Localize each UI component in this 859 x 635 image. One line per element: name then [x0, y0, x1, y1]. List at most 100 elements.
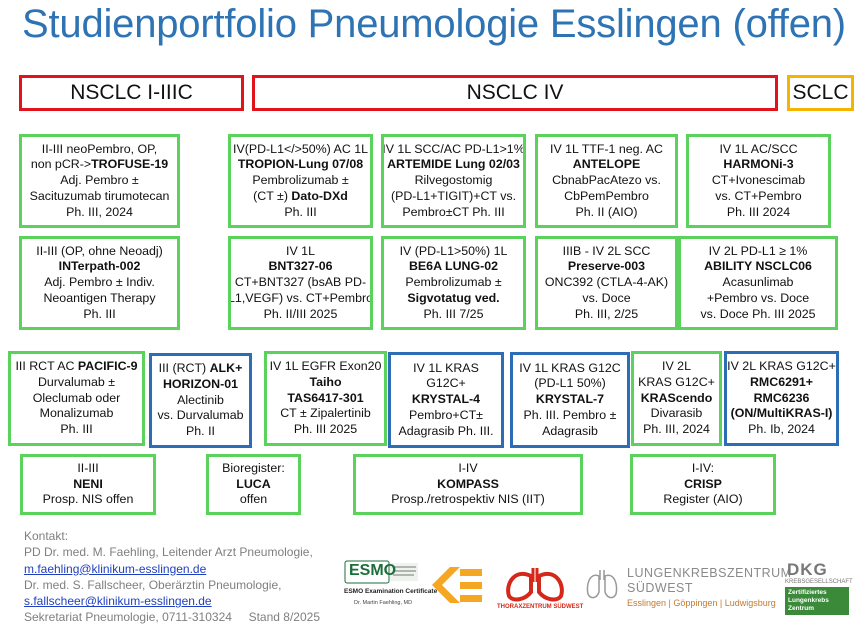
- study-line: CbPemPembro: [564, 189, 649, 205]
- dkg-name: DKG: [787, 560, 828, 579]
- study-line: (CT ±) Dato-DXd: [253, 189, 348, 205]
- study-line-text: Ph. III: [284, 204, 317, 219]
- study-line: Durvalumab ±: [38, 375, 115, 391]
- study-line-text: (PD-L1 50%): [534, 376, 606, 391]
- study-line: Ph. III. Pembro ±: [524, 408, 617, 424]
- study-line-text: CT ± Zipalertinib: [280, 406, 371, 421]
- study-line: Neoantigen Therapy: [43, 291, 155, 307]
- study-line-text: IV 1L TTF-1 neg. AC: [550, 141, 663, 156]
- dkg-badge-2: Lungenkrebs: [788, 597, 829, 604]
- study-line: CT+BNT327 (bsAB PD-: [235, 275, 366, 291]
- study-line: II-III: [77, 461, 98, 477]
- study-line-text: III (RCT): [158, 361, 210, 376]
- study-line: II-III neoPembro, OP,: [42, 142, 157, 158]
- study-line: I-IV:: [692, 461, 714, 477]
- study-line: KRAS G12C+: [638, 375, 715, 391]
- study-line-text: CbPemPembro: [564, 188, 649, 203]
- header-nsclc-iv: NSCLC IV: [252, 75, 778, 111]
- klinikum-k-icon: [432, 567, 482, 603]
- study-line-bold: HARMONi-3: [723, 157, 794, 172]
- study-line-text: I-IV:: [691, 460, 715, 475]
- header-sclc-label: SCLC: [792, 81, 849, 104]
- study-line: Ph. II/III 2025: [264, 307, 338, 323]
- study-line: Preserve-003: [568, 259, 645, 275]
- study-line: Ph. III 7/25: [424, 307, 484, 323]
- study-line-text: CT+Ivonescimab: [711, 173, 806, 188]
- study-line-bold: HORIZON-01: [162, 376, 239, 391]
- study-line: IIIB - IV 2L SCC: [563, 244, 651, 260]
- study-line: Divarasib: [651, 406, 703, 422]
- study-line: Ph. II: [186, 424, 215, 440]
- study-line: L1,VEGF) vs. CT+Pembro: [231, 291, 370, 307]
- study-line-bold: PACIFIC-9: [77, 359, 138, 374]
- study-line: LUCA: [236, 477, 270, 493]
- header-nsclc-early: NSCLC I-IIIC: [19, 75, 244, 111]
- thoraxzentrum-logo: THORAXZENTRUM SÜDWEST: [495, 562, 583, 614]
- study-line: vs. Doce: [582, 291, 630, 307]
- study-line-bold: ALK+: [209, 361, 243, 376]
- study-box-artemide: IV 1L SCC/AC PD-L1>1%ARTEMIDE Lung 02/03…: [381, 134, 526, 228]
- email-link-2[interactable]: s.fallscheer@klinikum-esslingen.de: [24, 594, 212, 609]
- study-line-text: Ph. III 2025: [293, 422, 358, 437]
- study-line-text: III RCT AC: [15, 359, 78, 374]
- study-line-text: Ph. III, 2/25: [574, 306, 639, 321]
- dkg-sub: KREBSGESELLSCHAFT: [785, 579, 853, 585]
- study-line: +Pembro vs. Doce: [707, 291, 809, 307]
- dkg-logo: DKG KREBSGESELLSCHAFT Zertifiziertes Lun…: [783, 560, 853, 620]
- stand-date: Stand 8/2025: [248, 610, 320, 625]
- study-line: Alectinib: [177, 393, 224, 409]
- study-line-bold: Sigvotatug ved.: [407, 290, 500, 305]
- study-line-text: Adj. Pembro ±: [60, 173, 139, 188]
- study-line: Ph. Ib, 2024: [748, 422, 815, 438]
- study-line-text: Adagrasib: [542, 423, 598, 438]
- study-line-text: Ph. III, 2024: [66, 204, 133, 219]
- study-line: Ph. III 2025: [294, 422, 357, 438]
- study-line-text: Bioregister:: [222, 460, 285, 475]
- study-line: IV 1L: [286, 244, 315, 260]
- study-line: CbnabPacAtezo vs.: [552, 173, 661, 189]
- study-line-bold: CRISP: [684, 476, 722, 491]
- contact-line1: PD Dr. med. M. Faehling, Leitender Arzt …: [24, 545, 313, 560]
- study-line-bold: Preserve-003: [567, 259, 646, 274]
- esmo-sub: ESMO Examination Certificate: [344, 588, 438, 595]
- study-line: II-III (OP, ohne Neoadj): [36, 244, 163, 260]
- study-line: KRYSTAL-7: [536, 392, 604, 408]
- study-line: HARMONi-3: [723, 157, 793, 173]
- study-line-text: vs. Doce: [582, 290, 631, 305]
- email-link-1[interactable]: m.faehling@klinikum-esslingen.de: [24, 561, 207, 576]
- study-line: non pCR->TROFUSE-19: [31, 157, 168, 173]
- lkz-line2: SÜDWEST: [627, 581, 693, 595]
- thorax-name: THORAXZENTRUM SÜDWEST: [497, 604, 584, 610]
- study-line-bold: RMC6236: [753, 390, 810, 405]
- study-line-text: II-III: [77, 460, 99, 475]
- study-line-text: IV 2L: [662, 359, 691, 374]
- study-line: IV 2L: [662, 359, 691, 375]
- study-line: Acasunlimab: [723, 275, 794, 291]
- study-line-text: vs. Doce Ph. III 2025: [700, 306, 816, 321]
- lkz-line1: LUNGENKREBSZENTRUM: [627, 566, 792, 580]
- study-line: Ph. III: [284, 205, 316, 221]
- study-line-text: KRAS G12C+: [638, 374, 715, 389]
- lung-outline-icon: [586, 570, 618, 599]
- study-line: Ph. III: [60, 422, 92, 438]
- study-line-text: IV 1L KRAS: [413, 360, 479, 375]
- study-line-text: Rilvegostomig: [414, 173, 493, 188]
- study-line: IV 2L KRAS G12C+: [727, 359, 836, 375]
- dkg-badge-3: Zentrum: [788, 605, 814, 612]
- study-line-text: Pembrolizumab ±: [405, 275, 502, 290]
- study-line: IV(PD-L1</>50%) AC 1L: [233, 142, 368, 158]
- study-line-text: offen: [239, 492, 268, 507]
- study-line: Pembrolizumab ±: [252, 173, 348, 189]
- study-line: Prosp. NIS offen: [43, 492, 134, 508]
- study-line-text: Ph. III, 2024: [643, 422, 710, 437]
- study-line: ANTELOPE: [573, 157, 640, 173]
